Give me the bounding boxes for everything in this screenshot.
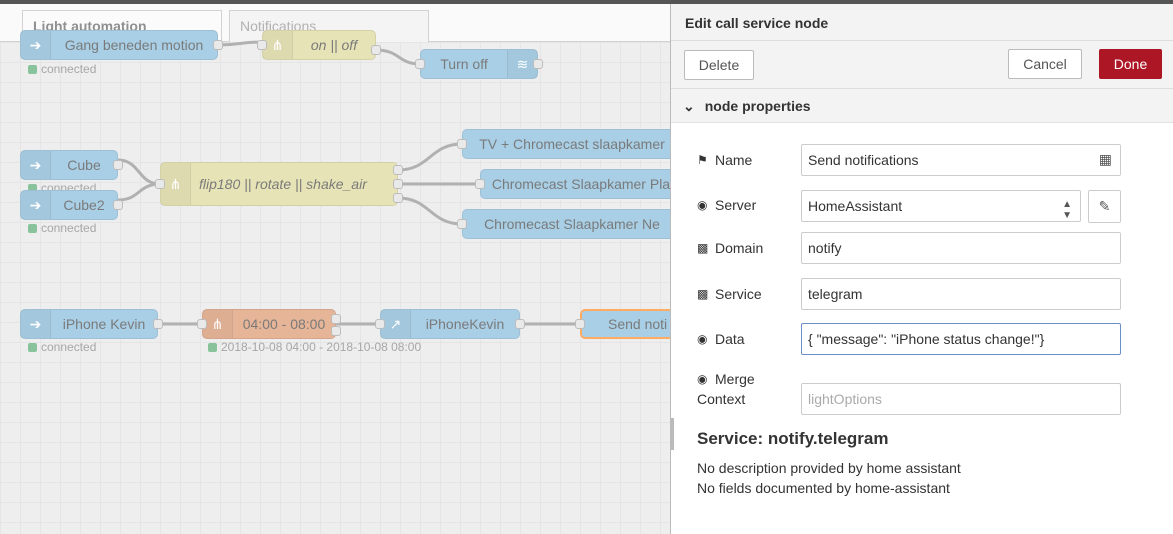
node-chromecast-2[interactable]: Chromecast Slaapkamer Ne bbox=[462, 209, 670, 239]
server-select[interactable]: HomeAssistant ▲▼ bbox=[801, 190, 1081, 222]
status-connected: connected bbox=[28, 221, 96, 235]
flow-canvas[interactable] bbox=[0, 42, 670, 534]
output-port[interactable] bbox=[113, 160, 123, 170]
switch-icon: ⋔ bbox=[203, 310, 233, 338]
tray-title: Edit call service node bbox=[671, 4, 1173, 41]
arrow-in-icon: ➔ bbox=[21, 191, 51, 219]
arrow-out-icon: ↗ bbox=[381, 310, 411, 338]
node-turn-off[interactable]: Turn off ≋ bbox=[420, 49, 538, 79]
arrow-in-icon: ➔ bbox=[21, 151, 51, 179]
status-connected: connected bbox=[28, 340, 96, 354]
node-on-off-switch[interactable]: ⋔ on || off bbox=[262, 30, 376, 60]
status-dot-icon bbox=[28, 342, 37, 352]
delete-button[interactable]: Delete bbox=[684, 50, 754, 80]
merge-context-field[interactable]: lightOptions bbox=[801, 383, 1121, 415]
switch-icon: ⋔ bbox=[161, 163, 191, 205]
node-tv-chromecast[interactable]: TV + Chromecast slaapkamer bbox=[462, 129, 670, 159]
input-port[interactable] bbox=[415, 59, 425, 69]
node-iphone-kevin-state[interactable]: ➔ iPhone Kevin bbox=[20, 309, 158, 339]
cube-icon: ▩ bbox=[697, 241, 709, 255]
workspace-shade bbox=[0, 4, 670, 534]
merge-context-label: ◉Merge bbox=[697, 371, 755, 387]
service-field[interactable]: telegram bbox=[801, 278, 1121, 310]
tag-icon: ⚑ bbox=[697, 153, 708, 167]
variable-icon[interactable]: ▦ bbox=[1098, 151, 1112, 167]
output-port[interactable] bbox=[331, 326, 341, 336]
flow-workspace: Light automation Notifications ➔ Gang be… bbox=[0, 4, 670, 534]
merge-context-label-line2: Context bbox=[697, 391, 746, 407]
target-icon: ◉ bbox=[697, 332, 708, 346]
node-cube[interactable]: ➔ Cube bbox=[20, 150, 118, 180]
cube-icon: ▩ bbox=[697, 287, 709, 301]
pencil-icon: ✎ bbox=[1098, 198, 1111, 214]
status-dot-icon bbox=[28, 223, 37, 233]
output-port[interactable] bbox=[393, 179, 403, 189]
cancel-button[interactable]: Cancel bbox=[1008, 49, 1082, 79]
node-time-range[interactable]: ⋔ 04:00 - 08:00 bbox=[202, 309, 336, 339]
name-field[interactable]: Send notifications ▦ bbox=[801, 144, 1121, 176]
node-cube2[interactable]: ➔ Cube2 bbox=[20, 190, 118, 220]
status-dot-icon bbox=[28, 64, 37, 74]
output-port[interactable] bbox=[331, 314, 341, 324]
select-arrows-icon: ▲▼ bbox=[1062, 199, 1072, 221]
status-connected: connected bbox=[28, 62, 96, 76]
input-port[interactable] bbox=[575, 319, 585, 329]
input-port[interactable] bbox=[475, 179, 485, 189]
output-port[interactable] bbox=[393, 165, 403, 175]
status-time-range: 2018-10-08 04:00 - 2018-10-08 08:00 bbox=[208, 340, 421, 354]
switch-icon: ⋔ bbox=[263, 31, 293, 59]
node-chromecast-1[interactable]: Chromecast Slaapkamer Pla bbox=[480, 169, 670, 199]
output-port[interactable] bbox=[213, 40, 223, 50]
service-description: No description provided by home assistan… bbox=[697, 460, 961, 476]
node-event-switch[interactable]: ⋔ flip180 || rotate || shake_air bbox=[160, 162, 398, 206]
output-port[interactable] bbox=[371, 45, 381, 55]
done-button[interactable]: Done bbox=[1099, 49, 1162, 79]
output-port[interactable] bbox=[393, 193, 403, 203]
status-dot-icon bbox=[28, 183, 37, 193]
input-port[interactable] bbox=[197, 319, 207, 329]
input-port[interactable] bbox=[155, 179, 165, 189]
chevron-down-icon: ⌄ bbox=[683, 98, 695, 114]
target-icon: ◉ bbox=[697, 372, 708, 386]
server-icon: ◉ bbox=[697, 198, 708, 212]
node-properties-section[interactable]: ⌄ node properties bbox=[671, 89, 1173, 123]
output-port[interactable] bbox=[533, 59, 543, 69]
node-gang-beneden-motion[interactable]: ➔ Gang beneden motion bbox=[20, 30, 218, 60]
domain-field[interactable]: notify bbox=[801, 232, 1121, 264]
data-label: ◉Data bbox=[697, 331, 745, 347]
domain-label: ▩Domain bbox=[697, 240, 764, 256]
name-label: ⚑Name bbox=[697, 152, 753, 168]
edit-server-button[interactable]: ✎ bbox=[1088, 190, 1121, 223]
tray-toolbar: Delete Cancel Done bbox=[671, 41, 1173, 89]
router-icon: ≋ bbox=[507, 50, 537, 78]
node-iphonekevin-output[interactable]: ↗ iPhoneKevin bbox=[380, 309, 520, 339]
tray-resize-handle[interactable] bbox=[670, 418, 674, 450]
server-label: ◉Server bbox=[697, 197, 757, 213]
output-port[interactable] bbox=[153, 319, 163, 329]
status-dot-icon bbox=[208, 342, 217, 352]
service-fields-note: No fields documented by home-assistant bbox=[697, 480, 950, 496]
service-label: ▩Service bbox=[697, 286, 762, 302]
output-port[interactable] bbox=[515, 319, 525, 329]
editor-tray: Edit call service node Delete Cancel Don… bbox=[670, 4, 1173, 534]
input-port[interactable] bbox=[457, 139, 467, 149]
input-port[interactable] bbox=[457, 219, 467, 229]
arrow-in-icon: ➔ bbox=[21, 31, 51, 59]
arrow-in-icon: ➔ bbox=[21, 310, 51, 338]
output-port[interactable] bbox=[113, 200, 123, 210]
input-port[interactable] bbox=[257, 40, 267, 50]
input-port[interactable] bbox=[375, 319, 385, 329]
service-heading: Service: notify.telegram bbox=[697, 429, 889, 448]
data-field[interactable]: { "message": "iPhone status change!"} bbox=[801, 323, 1121, 355]
top-strip bbox=[0, 0, 1173, 4]
